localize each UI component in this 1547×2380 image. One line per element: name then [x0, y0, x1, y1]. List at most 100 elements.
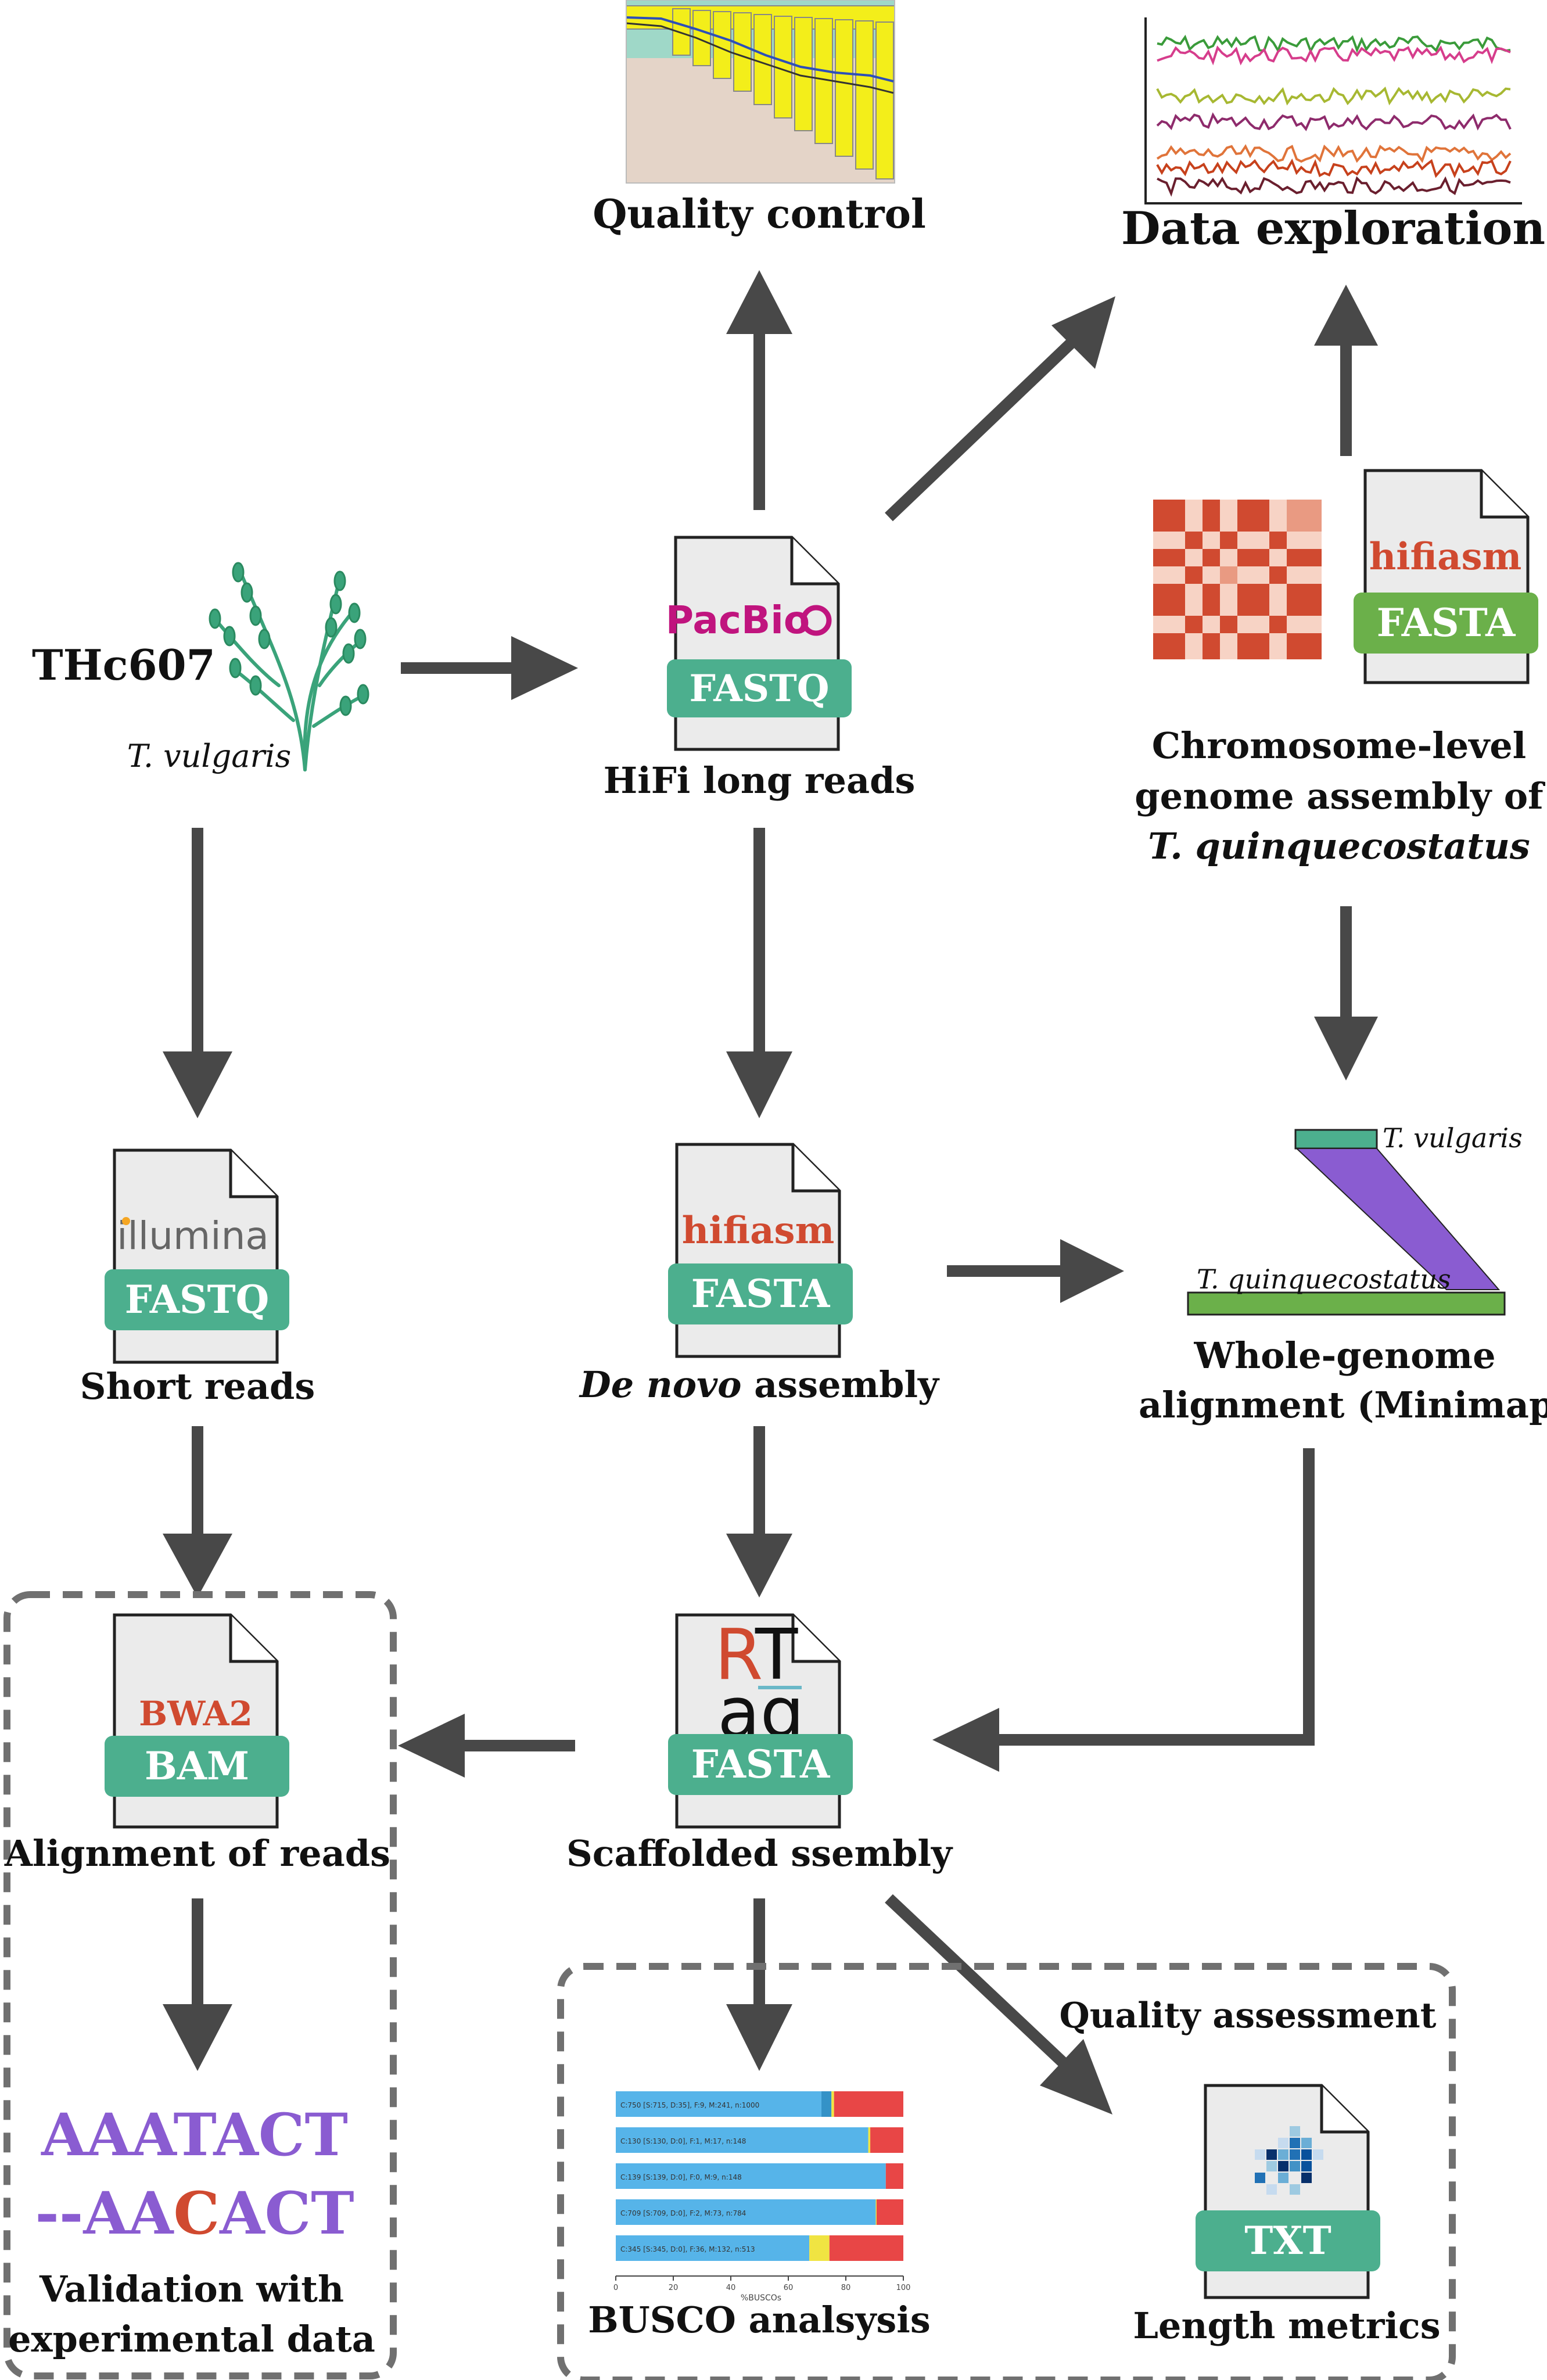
- busco-tick-label: 80: [841, 2284, 851, 2292]
- arrow-align-to-validation: [163, 1898, 232, 2071]
- busco-tick-label: 60: [784, 2284, 794, 2292]
- wga-top-bar: [1294, 1129, 1378, 1150]
- exploration-series-3: [1156, 86, 1511, 106]
- validation-group-box: [3, 1591, 397, 2379]
- busco-bar-label: C:709 [S:709, D:0], F:2, M:73, n:784: [620, 2209, 746, 2217]
- sample-node: THc607 T. vulgaris: [32, 562, 369, 774]
- alignment-badge: [105, 1736, 289, 1797]
- arrow-denovo-to-scaffold: [726, 1426, 792, 1598]
- busco-label: BUSCO analsysis: [588, 2299, 930, 2341]
- reference-label-line3: T. quinquecostatus: [1148, 825, 1530, 867]
- denovo-badge-label: FASTA: [691, 1271, 830, 1316]
- denovo-tool-name: hifiasm: [682, 1209, 835, 1252]
- arrow-sample-to-hifi: [401, 636, 578, 700]
- busco-bar-segment: [868, 2127, 871, 2153]
- busco-tick-label: 100: [896, 2284, 911, 2292]
- validation-node: AAATACT --AACACT Validation with experim…: [8, 2101, 375, 2360]
- busco-bar-label: C:139 [S:139, D:0], F:0, M:9, n:148: [620, 2173, 742, 2181]
- arrows: [163, 270, 1378, 2115]
- qc-label: Quality control: [593, 191, 926, 238]
- data-exploration-node: Data exploration: [1121, 17, 1545, 255]
- busco-bar-segment: [616, 2127, 868, 2153]
- busco-bar-segment: [616, 2199, 876, 2225]
- short-reads-badge: [105, 1269, 289, 1330]
- explore-label: Data exploration: [1121, 202, 1545, 255]
- arrow-hifi-to-explore: [885, 296, 1115, 522]
- length-label: Length metrics: [1133, 2304, 1440, 2347]
- busco-bar-label: C:750 [S:715, D:35], F:9, M:241, n:1000: [620, 2101, 759, 2109]
- busco-tick-label: 0: [613, 2284, 618, 2292]
- hifi-label: HiFi long reads: [604, 759, 916, 802]
- ragtag-logo: R T ag: [715, 1615, 805, 1754]
- validation-label-line2: experimental data: [8, 2318, 375, 2360]
- hifi-badge-label: FASTQ: [690, 667, 830, 710]
- arrow-scaffold-to-length: [885, 1894, 1112, 2115]
- arrow-wga-to-scaffold: [932, 1448, 1315, 1772]
- pacbio-logo-dot: [801, 605, 832, 636]
- validation-seq1: AAATACT: [41, 2101, 348, 2169]
- arrow-denovo-to-wga: [947, 1239, 1124, 1303]
- busco-bar-segment: [616, 2163, 886, 2189]
- short-reads-label: Short reads: [80, 1365, 315, 1408]
- wga-alignment-ribbon: [1295, 1148, 1501, 1290]
- ragtag-logo-t: T: [755, 1615, 798, 1696]
- arrow-short-to-align: [163, 1426, 232, 1598]
- illumina-logo-dot: [122, 1217, 130, 1225]
- reference-label-line2: genome assembly of: [1135, 775, 1545, 817]
- illumina-logo: illumina: [117, 1214, 269, 1258]
- denovo-label-rest: assembly: [742, 1363, 941, 1406]
- arrow-scaffold-to-align: [398, 1714, 575, 1778]
- sample-id: THc607: [32, 640, 216, 690]
- length-heatmap-icon: [1255, 2126, 1323, 2195]
- busco-bar-segment: [885, 2163, 903, 2189]
- quality-control-node: Quality control: [593, 0, 926, 238]
- hic-contact-map: [1153, 500, 1322, 659]
- busco-bar-segment: [616, 2235, 810, 2261]
- busco-bar-segment: [831, 2091, 834, 2117]
- exploration-series-2: [1157, 45, 1511, 66]
- busco-bar-label: C:130 [S:130, D:0], F:1, M:17, n:148: [620, 2137, 746, 2145]
- busco-bar-segment: [821, 2091, 832, 2117]
- validation-seq2-c: C: [174, 2179, 220, 2248]
- denovo-badge: [668, 1263, 853, 1324]
- reference-badge-label: FASTA: [1377, 600, 1516, 645]
- alignment-badge-label: BAM: [145, 1743, 249, 1789]
- reference-tool-name: hifiasm: [1369, 535, 1522, 579]
- scaffold-badge: [668, 1734, 853, 1795]
- short-reads-badge-label: FASTQ: [125, 1277, 269, 1322]
- validation-seq2-gap: --AA: [35, 2179, 174, 2248]
- quality-assessment-box: [557, 1963, 1456, 2380]
- wga-label-line2: alignment (Minimap2): [1139, 1384, 1547, 1426]
- arrow-scaffold-to-busco: [726, 1898, 792, 2071]
- scaffold-label: Scaffolded ssembly: [566, 1832, 953, 1875]
- busco-bar-segment: [616, 2091, 821, 2117]
- exploration-series-1: [1157, 34, 1511, 54]
- busco-node: C:750 [S:715, D:35], F:9, M:241, n:1000C…: [588, 2091, 931, 2341]
- busco-bar-segment: [829, 2235, 903, 2261]
- alignment-node: BWA2 BAM Alignment of reads: [4, 1615, 390, 1875]
- busco-tick-label: 40: [726, 2284, 736, 2292]
- validation-seq2-rest: ACT: [219, 2179, 354, 2248]
- alignment-tool-name: BWA2: [139, 1694, 253, 1733]
- wga-label-line1: Whole-genome: [1193, 1334, 1495, 1377]
- denovo-node: hifiasm FASTA De novo assembly: [579, 1144, 940, 1406]
- exploration-series-5: [1156, 144, 1512, 163]
- denovo-label-italic: De novo: [579, 1363, 742, 1406]
- exploration-chart-thumbnail: [1144, 17, 1522, 204]
- wga-bottom-bar: [1187, 1291, 1506, 1316]
- reference-node: hifiasm FASTA Chromosome-level genome as…: [1135, 471, 1545, 867]
- busco-chart: C:750 [S:715, D:35], F:9, M:241, n:1000C…: [613, 2091, 911, 2292]
- busco-tick-label: 20: [669, 2284, 679, 2292]
- denovo-label: De novo assembly: [579, 1363, 940, 1406]
- validation-label-line1: Validation with: [39, 2268, 344, 2310]
- wga-top-species: T. vulgaris: [1383, 1122, 1523, 1154]
- busco-axis-label: %BUSCOs: [741, 2293, 781, 2303]
- busco-bar-segment: [870, 2127, 903, 2153]
- busco-bar-segment: [876, 2199, 903, 2225]
- busco-bar-label: C:345 [S:345, D:0], F:36, M:132, n:513: [620, 2245, 755, 2253]
- arrow-ref-to-wga: [1314, 906, 1378, 1080]
- arrow-hifi-to-denovo: [726, 828, 792, 1118]
- arrow-sample-to-short: [163, 828, 232, 1118]
- scaffold-badge-label: FASTA: [691, 1742, 830, 1787]
